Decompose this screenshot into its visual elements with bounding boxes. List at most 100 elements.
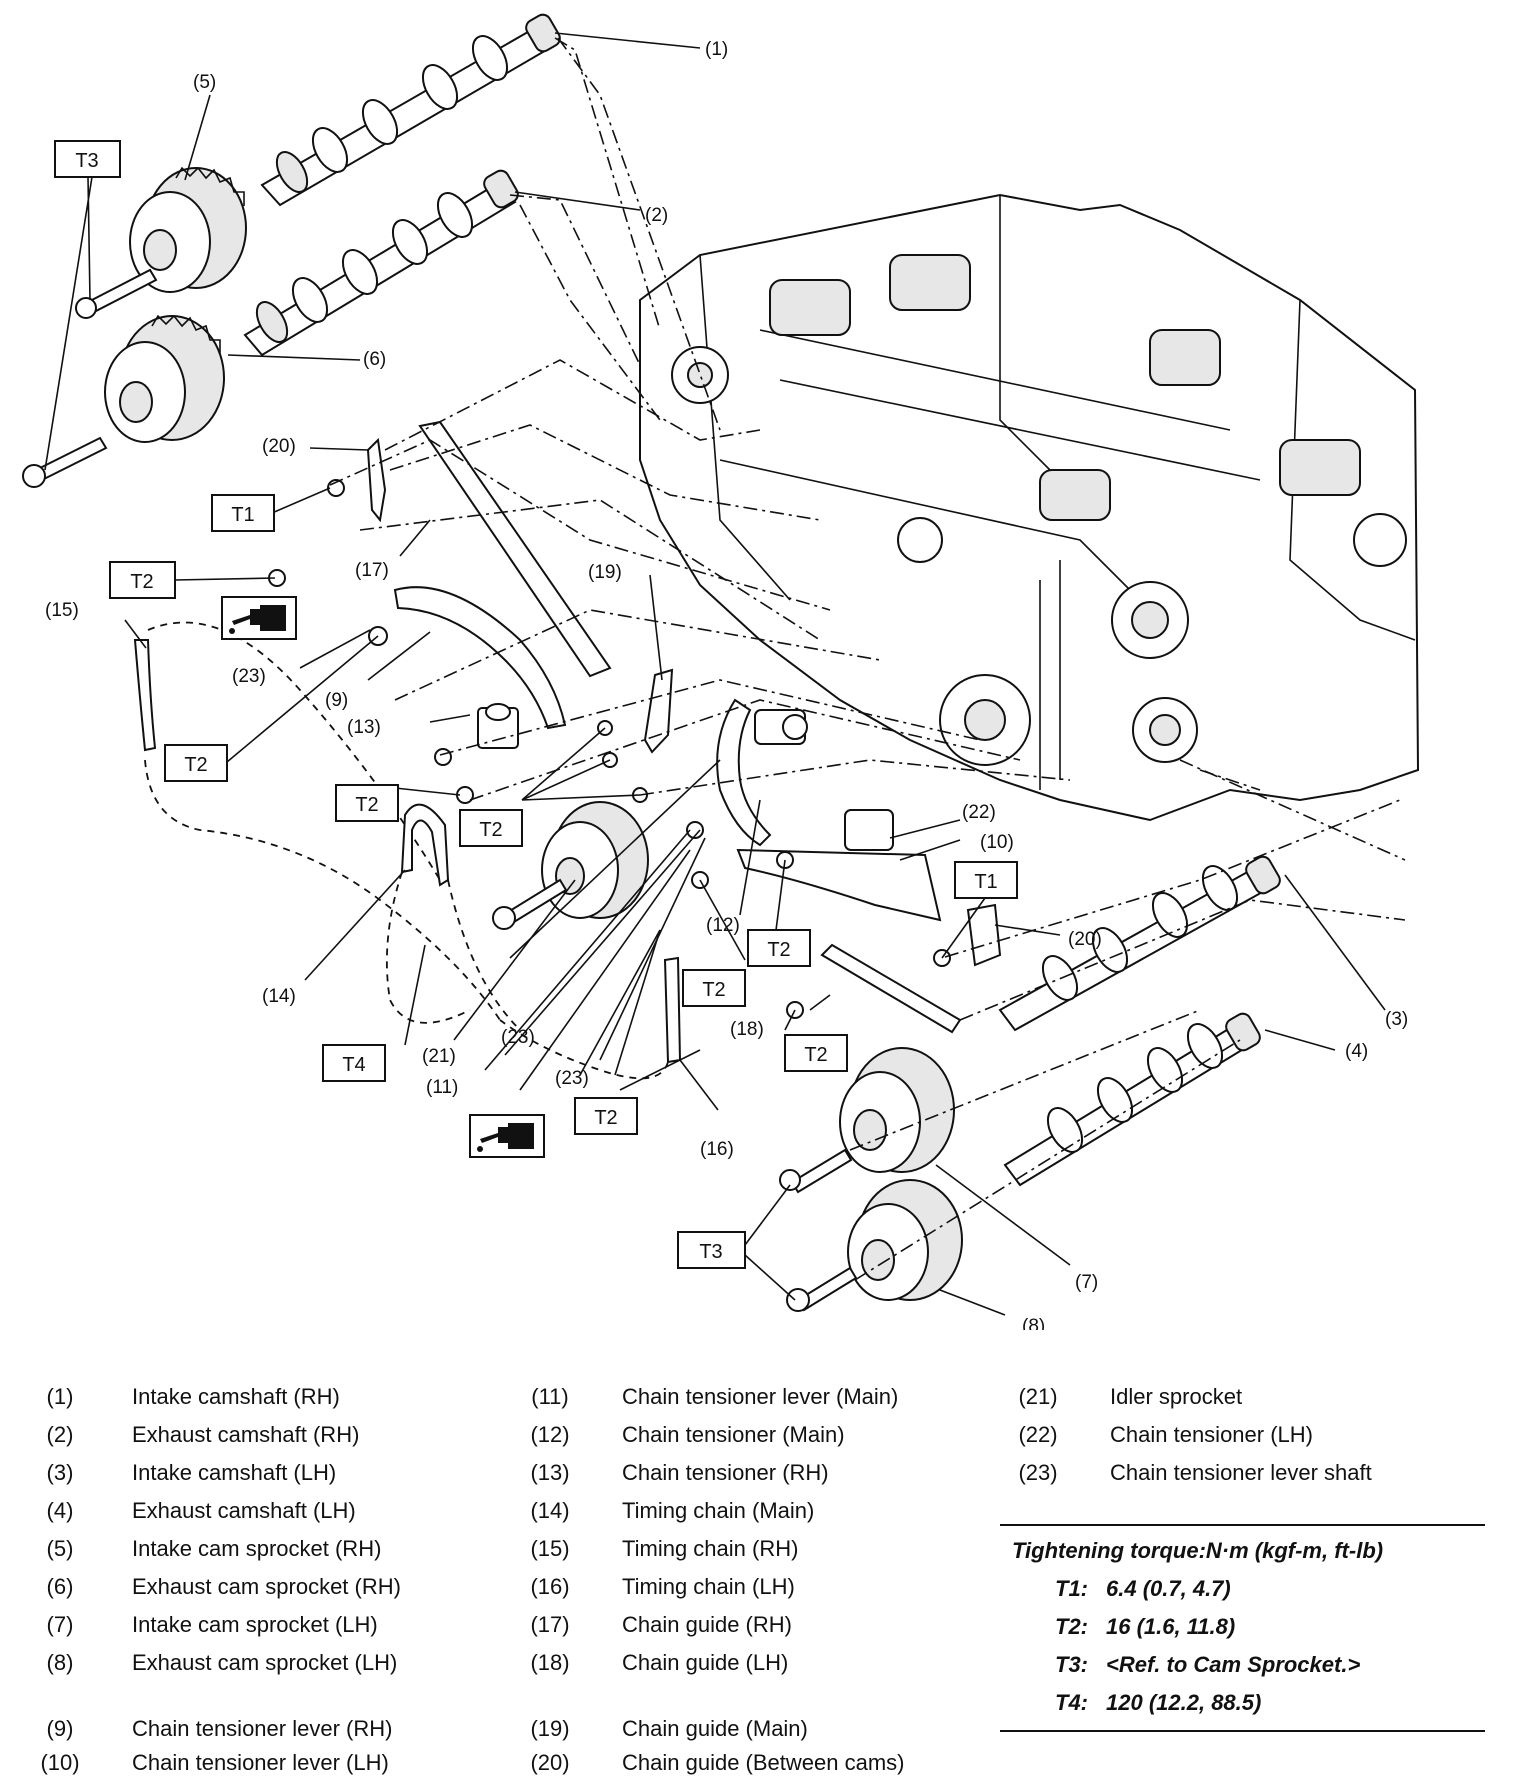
callout-5: (5) (193, 72, 216, 93)
exhaust-camshaft-rh (243, 169, 519, 357)
legend-num: (10) (40, 1750, 80, 1775)
legend-num: (16) (530, 1574, 570, 1599)
chain-guide-between-cams-lh (966, 903, 1002, 967)
exhaust-cam-sprocket-lh (847, 1179, 963, 1301)
intake-camshaft-rh (260, 13, 561, 207)
callout-6: (6) (363, 349, 386, 370)
legend-num: (12) (530, 1422, 570, 1447)
legend-label: Idler sprocket (1110, 1384, 1243, 1409)
torque-box-t4: T4 (322, 1044, 386, 1082)
oil-can-icon (469, 1114, 545, 1158)
legend-label: Intake cam sprocket (RH) (132, 1536, 382, 1561)
legend-num: (9) (46, 1716, 74, 1741)
legend-row-16: (16)Timing chain (LH) (510, 1568, 794, 1606)
legend-row-1: (1) Intake camshaft (RH) (20, 1378, 340, 1416)
callout-23a: (23) (232, 666, 266, 687)
callout-14: (14) (262, 986, 296, 1007)
callout-23b: (23) (501, 1027, 535, 1048)
legend-label: Chain tensioner lever (LH) (132, 1750, 389, 1775)
legend-num: (7) (46, 1612, 74, 1637)
callout-8: (8) (1022, 1316, 1045, 1330)
torque-box-t2-g: T2 (784, 1034, 848, 1072)
legend-row-22: (22)Chain tensioner (LH) (998, 1416, 1313, 1454)
legend-label: Chain tensioner (Main) (622, 1422, 845, 1447)
callout-23c: (23) (555, 1068, 589, 1089)
legend-num: (5) (46, 1536, 74, 1561)
legend-row-21: (21)Idler sprocket (998, 1378, 1242, 1416)
legend-label: Chain tensioner lever shaft (1110, 1460, 1372, 1485)
engine-block (639, 193, 1420, 822)
legend-num: (11) (531, 1384, 569, 1409)
svg-text:T1: T1 (231, 504, 254, 526)
legend-num: (13) (530, 1460, 570, 1485)
torque-key: T3: (1055, 1652, 1088, 1677)
idler-sprocket (541, 801, 649, 919)
callout-18: (18) (730, 1019, 764, 1040)
legend-num: (17) (530, 1612, 570, 1637)
oil-can-icon (221, 596, 297, 640)
exhaust-camshaft-lh (1003, 1012, 1261, 1187)
timing-chain-lh (499, 956, 682, 1080)
intake-cam-sprocket-rh (129, 166, 247, 293)
legend-num: (4) (46, 1498, 74, 1523)
torque-box-t2-e: T2 (747, 929, 811, 967)
callout-10: (10) (980, 832, 1014, 853)
callout-11: (11) (426, 1077, 458, 1098)
exhaust-cam-sprocket-rh (104, 314, 225, 443)
legend-row-13: (13) Chain tensioner (RH) (510, 1454, 829, 1492)
intake-cam-sprocket-lh (839, 1047, 955, 1173)
legend-row-15: (15)Timing chain (RH) (510, 1530, 798, 1568)
legend-row-6: (6) Exhaust cam sprocket (RH) (20, 1568, 401, 1606)
legend-row-11: (11)Chain tensioner lever (Main) (510, 1378, 898, 1416)
legend-row-2: (2)Exhaust camshaft (RH) (20, 1416, 360, 1454)
callout-2: (2) (645, 205, 668, 226)
torque-box-t2-a: T2 (109, 561, 176, 599)
torque-key: T1: (1055, 1576, 1088, 1601)
torque-box-t2-d: T2 (459, 809, 523, 847)
torque-box-t1-left: T1 (211, 494, 275, 532)
torque-value: <Ref. to Cam Sprocket.> (1106, 1652, 1361, 1677)
callout-12: (12) (706, 915, 740, 936)
legend-row-5: (5) Intake cam sprocket (RH) (20, 1530, 382, 1568)
callout-20b: (20) (1068, 929, 1102, 950)
torque-box-t2-c: T2 (335, 784, 399, 822)
callout-labels: (1) (2) (5) (6) (20) (17) (19) (15) (23)… (45, 39, 1408, 1330)
legend-label: Exhaust cam sprocket (LH) (132, 1650, 398, 1675)
torque-key: T4: (1055, 1690, 1088, 1715)
torque-value: 16 (1.6, 11.8) (1106, 1614, 1236, 1639)
legend-num: (3) (46, 1460, 74, 1485)
svg-text:T2: T2 (479, 819, 502, 841)
legend-label: Chain tensioner (RH) (622, 1460, 829, 1485)
legend-row-23: (23)Chain tensioner lever shaft (998, 1454, 1372, 1492)
legend-num: (18) (530, 1650, 570, 1675)
torque-row-t2: T2:16 (1.6, 11.8) (1000, 1608, 1485, 1646)
legend-num: (6) (46, 1574, 74, 1599)
legend-num: (20) (530, 1750, 570, 1775)
callout-3: (3) (1385, 1009, 1408, 1030)
legend-label: Chain guide (Between cams) (622, 1750, 905, 1775)
chain-guide-rh (418, 420, 612, 678)
callout-22: (22) (962, 802, 996, 823)
svg-text:T2: T2 (130, 571, 153, 593)
svg-text:T4: T4 (342, 1054, 365, 1076)
chain-guide-between-cams-rh (366, 437, 387, 523)
legend-label: Timing chain (RH) (622, 1536, 799, 1561)
legend-label: Exhaust cam sprocket (RH) (132, 1574, 401, 1599)
legend-num: (1) (46, 1384, 74, 1409)
callout-15: (15) (45, 600, 79, 621)
torque-box-t2-h: T2 (574, 1097, 638, 1135)
legend-row-3: (3)Intake camshaft (LH) (20, 1454, 337, 1492)
legend-label: Intake camshaft (RH) (132, 1384, 340, 1409)
reference-lines (329, 37, 1406, 1281)
timing-chain-rh (133, 621, 501, 1021)
svg-text:T2: T2 (355, 794, 378, 816)
svg-text:T1: T1 (974, 871, 997, 893)
torque-box-t2-f: T2 (682, 969, 746, 1007)
callout-9: (9) (325, 690, 348, 711)
torque-leaders (44, 176, 986, 1301)
tightening-torque-table: Tightening torque:N·m (kgf-m, ft-lb) T1:… (1000, 1524, 1485, 1732)
intake-camshaft-lh (998, 855, 1281, 1032)
legend-label: Exhaust camshaft (RH) (132, 1422, 360, 1447)
legend-num: (14) (530, 1498, 570, 1523)
legend-row-7: (7)Intake cam sprocket (LH) (20, 1606, 378, 1644)
